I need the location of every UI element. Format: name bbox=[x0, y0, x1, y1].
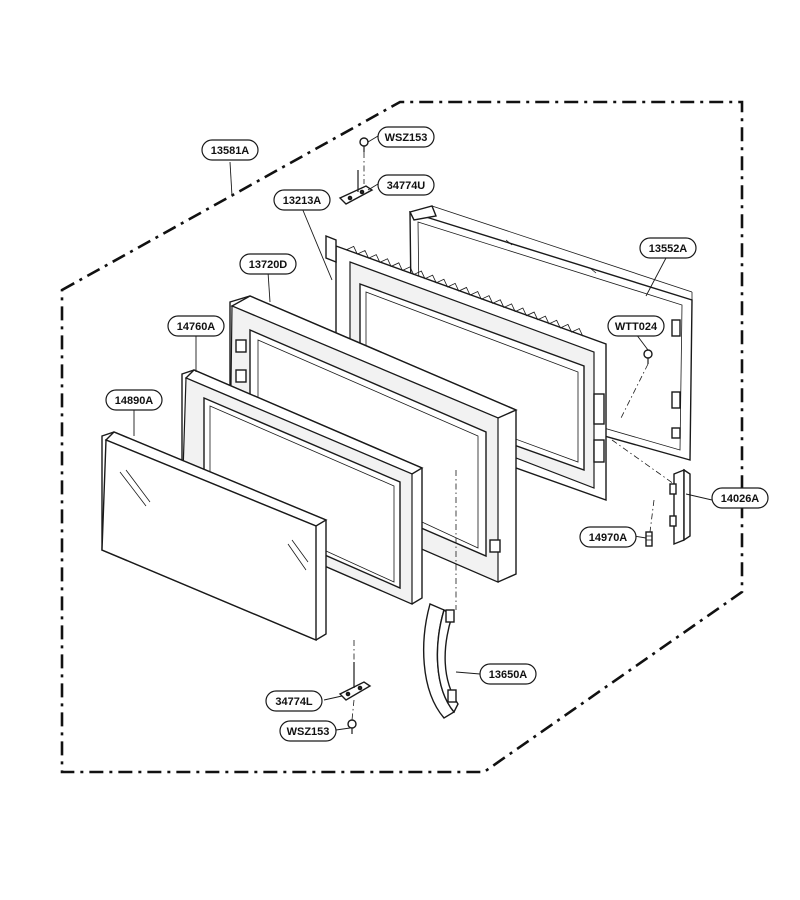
svg-text:13581A: 13581A bbox=[211, 145, 250, 157]
svg-text:WSZ153: WSZ153 bbox=[385, 132, 428, 144]
svg-text:13650A: 13650A bbox=[489, 669, 528, 681]
svg-text:34774U: 34774U bbox=[387, 180, 426, 192]
svg-text:13720D: 13720D bbox=[249, 259, 288, 271]
assembly-boundary bbox=[60, 100, 744, 774]
callout-13552A: 13552A bbox=[639, 237, 697, 259]
svg-text:WSZ153: WSZ153 bbox=[287, 726, 330, 738]
callout-14970A: 14970A bbox=[579, 526, 637, 548]
svg-text:14760A: 14760A bbox=[177, 321, 216, 333]
callout-14026A: 14026A bbox=[711, 487, 769, 509]
callout-14760A: 14760A bbox=[167, 315, 225, 337]
callout-WSZ153-bottom: WSZ153 bbox=[279, 720, 337, 742]
part-14970A-spring bbox=[645, 531, 653, 547]
part-34774U-upper-hinge bbox=[338, 170, 374, 205]
leader-lines bbox=[133, 135, 713, 731]
svg-text:WTT024: WTT024 bbox=[615, 321, 658, 333]
part-14026A-latch-bracket bbox=[669, 468, 691, 546]
callout-13213A: 13213A bbox=[273, 189, 331, 211]
callout-13581A: 13581A bbox=[201, 139, 259, 161]
callout-34774U: 34774U bbox=[377, 174, 435, 196]
svg-text:14890A: 14890A bbox=[115, 395, 154, 407]
svg-text:34774L: 34774L bbox=[275, 696, 313, 708]
callout-34774L: 34774L bbox=[265, 690, 323, 712]
callout-13720D: 13720D bbox=[239, 253, 297, 275]
svg-text:13213A: 13213A bbox=[283, 195, 322, 207]
part-14890A-glass-panel bbox=[101, 431, 328, 642]
svg-text:14026A: 14026A bbox=[721, 493, 760, 505]
part-WSZ153-bottom-screw bbox=[347, 719, 357, 734]
callout-WSZ153-top: WSZ153 bbox=[377, 126, 435, 148]
part-13650A-door-handle bbox=[423, 603, 459, 719]
alignment-lines bbox=[351, 152, 675, 721]
svg-text:14970A: 14970A bbox=[589, 532, 628, 544]
callout-WTT024: WTT024 bbox=[607, 315, 665, 337]
svg-text:13552A: 13552A bbox=[649, 243, 688, 255]
callout-14890A: 14890A bbox=[105, 389, 163, 411]
part-WSZ153-top-screw bbox=[359, 137, 369, 152]
part-14760A-window-frame bbox=[181, 369, 424, 605]
callout-13650A: 13650A bbox=[479, 663, 537, 685]
part-34774L-lower-hinge bbox=[338, 662, 372, 701]
